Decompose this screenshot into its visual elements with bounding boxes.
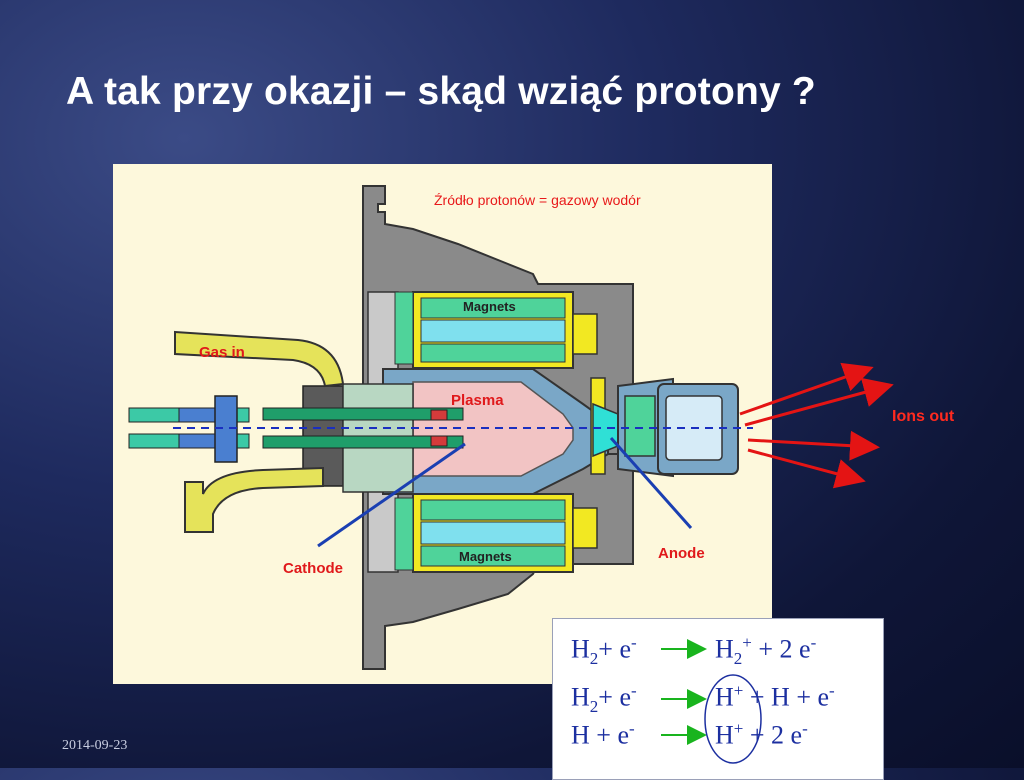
eq-row-2: H2+ e- <box>571 681 637 717</box>
eq1-left-sub: 2 <box>589 648 599 668</box>
cathode-label: Cathode <box>283 560 343 577</box>
magnet-bottom-1 <box>420 499 566 521</box>
ions-out-label: Ions out <box>892 408 955 425</box>
lower-support <box>184 466 324 533</box>
anode-disc <box>592 402 619 458</box>
magnet-bottom-cap <box>572 507 598 549</box>
eq1-e: e <box>619 634 631 664</box>
eq3-right: H <box>715 720 734 750</box>
eq2-plus2: + <box>749 682 765 712</box>
magnets-top-label: Magnets <box>463 299 516 314</box>
cathode-tip-bottom <box>430 435 448 447</box>
equation-arrows <box>661 639 762 764</box>
eq3-e: e <box>617 720 629 750</box>
magnet-bottom-side <box>394 497 414 571</box>
magnet-top-2 <box>420 319 566 343</box>
magnet-bottom-3 <box>420 545 566 567</box>
slide-date: 2014-09-23 <box>62 738 128 753</box>
eq2-e-sup: - <box>631 681 637 700</box>
eq1-e-sup: - <box>631 633 637 652</box>
eq-row-3: H + e- <box>571 719 635 751</box>
anode-label: Anode <box>658 545 705 562</box>
gas-pipe <box>174 330 345 388</box>
magnets-bottom-label: Magnets <box>459 549 512 564</box>
eq2-left-sub: 2 <box>589 696 599 716</box>
magnet-bottom-2 <box>420 521 566 545</box>
eq1-right-sup: + <box>742 633 752 652</box>
eq3-extra-sup: - <box>802 719 808 738</box>
eq2-left: H <box>571 682 590 712</box>
ion-source-diagram: Źródło protonów = gazowy wodór Gas in Pl… <box>113 164 772 684</box>
eq3-left: H <box>571 720 590 750</box>
eq3-e-sup: - <box>629 719 635 738</box>
cathode-rod-bottom <box>262 435 464 449</box>
eq2-plus: + <box>598 682 613 712</box>
eq3-plus2: + <box>749 720 765 750</box>
eq1-extra-sup: - <box>810 633 817 652</box>
magnet-top-1 <box>420 297 566 319</box>
magnet-top-side <box>394 291 414 365</box>
equations-panel: H2+ e- H2+ + 2 e- H2+ e- H+ + H + e- H +… <box>552 618 884 780</box>
cathode-rod-top <box>262 407 464 421</box>
eq-row-1-right: H2+ + 2 e- <box>715 633 816 669</box>
anode-pointer <box>609 437 693 529</box>
eq1-left: H <box>571 634 590 664</box>
eq1-right-sub: 2 <box>733 648 743 668</box>
ion-source-drawing <box>128 185 753 670</box>
eq1-plus2: + <box>758 634 774 664</box>
eq1-plus: + <box>598 634 613 664</box>
gas-in-label: Gas in <box>199 344 245 361</box>
magnet-top-3 <box>420 343 566 363</box>
plasma-label: Plasma <box>451 392 504 409</box>
magnet-top-cap <box>572 313 598 355</box>
eq2-plus3: + e <box>796 682 830 712</box>
caption-label: Źródło protonów = gazowy wodór <box>434 192 641 208</box>
eq1-right: H <box>715 634 734 664</box>
eq1-extra: 2 e <box>779 634 811 664</box>
extractor-insert <box>624 395 656 457</box>
eq2-e: e <box>619 682 631 712</box>
eq2-right-sup: + <box>733 681 744 700</box>
eq3-right-sup: + <box>733 719 744 738</box>
proton-highlight-circle <box>704 674 762 764</box>
eq-row-2-right: H+ + H + e- <box>715 681 835 713</box>
eq3-extra: 2 e <box>771 720 803 750</box>
eq2-extra: H <box>771 682 790 712</box>
eq2-right: H <box>715 682 734 712</box>
eq3-plus: + <box>596 720 611 750</box>
cathode-pointer <box>317 442 466 548</box>
eq-row-3-right: H+ + 2 e- <box>715 719 808 751</box>
cathode-tip-top <box>430 409 448 421</box>
eq-row-1: H2+ e- <box>571 633 637 669</box>
slide-title: A tak przy okazji – skąd wziąć protony ? <box>66 70 816 113</box>
eq2-extra-sup: - <box>829 681 835 700</box>
